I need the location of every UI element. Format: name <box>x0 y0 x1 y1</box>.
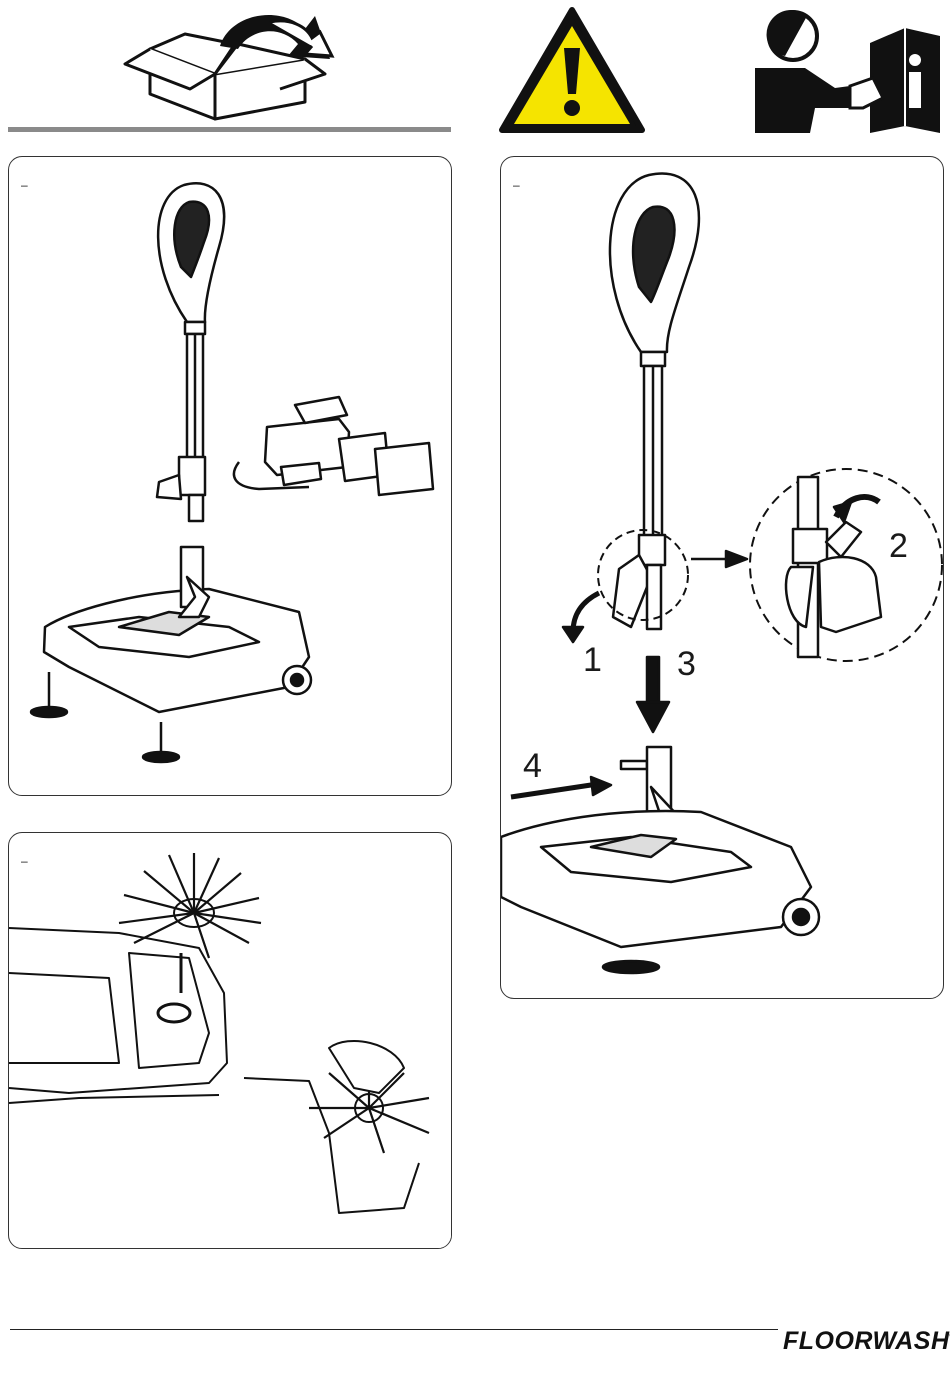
brand-logo: FLOORWASH® <box>783 1327 950 1356</box>
step-label-3: 3 <box>677 647 696 681</box>
header-rule <box>8 127 451 132</box>
unpack-box-icon <box>120 4 350 122</box>
read-manual-icon <box>755 8 945 136</box>
brand-name: FLOORWASH <box>783 1327 950 1355</box>
handle-mount-illustration <box>501 157 943 998</box>
side-brush-illustration <box>9 833 451 1248</box>
panel-package-contents: – <box>8 156 452 796</box>
package-contents-illustration <box>9 157 451 795</box>
panel-side-brush: – <box>8 832 452 1249</box>
step-label-4: 4 <box>523 749 542 783</box>
warning-icon <box>498 6 646 136</box>
footer-rule <box>10 1329 778 1330</box>
step-label-1: 1 <box>583 643 602 677</box>
panel-handle-mount: – <box>500 156 944 999</box>
step-label-2: 2 <box>889 529 908 563</box>
